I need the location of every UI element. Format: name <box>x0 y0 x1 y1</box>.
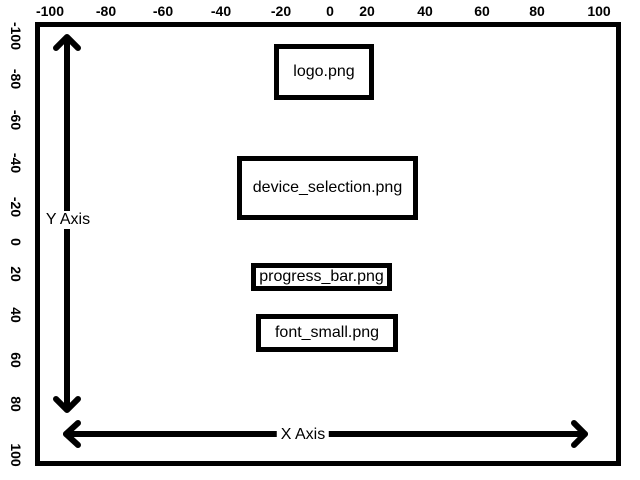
top-tick-label: -100 <box>35 3 65 19</box>
top-tick-label: 20 <box>359 3 375 19</box>
top-tick-label: -60 <box>152 3 174 19</box>
top-tick-label: 60 <box>474 3 490 19</box>
progress-bar-image-label: progress_bar.png <box>259 268 384 285</box>
top-tick-label: -20 <box>270 3 292 19</box>
device-selection-image-label: device_selection.png <box>252 179 403 196</box>
logo-image-label: logo.png <box>293 63 355 80</box>
top-tick-label: 0 <box>326 3 334 19</box>
x-axis-arrowhead-left <box>63 420 81 448</box>
logo-image-box: logo.png <box>274 44 374 100</box>
top-tick-label: -80 <box>95 3 117 19</box>
device-selection-image-box: device_selection.png <box>237 156 418 220</box>
progress-bar-image-box: progress_bar.png <box>251 263 392 291</box>
x-axis-label: X Axis <box>276 426 330 444</box>
screen-frame <box>35 22 621 466</box>
y-axis-arrowhead-top <box>53 34 81 51</box>
top-tick-label: 80 <box>529 3 545 19</box>
y-axis-arrowhead-bottom <box>53 396 81 413</box>
y-axis-label: Y Axis <box>41 211 95 229</box>
top-tick-label: -40 <box>210 3 232 19</box>
top-tick-label: 100 <box>587 3 611 19</box>
font-small-image-box: font_small.png <box>256 314 398 352</box>
font-small-image-label: font_small.png <box>274 324 380 341</box>
x-axis-arrowhead-right <box>571 420 588 448</box>
top-tick-label: 40 <box>417 3 433 19</box>
